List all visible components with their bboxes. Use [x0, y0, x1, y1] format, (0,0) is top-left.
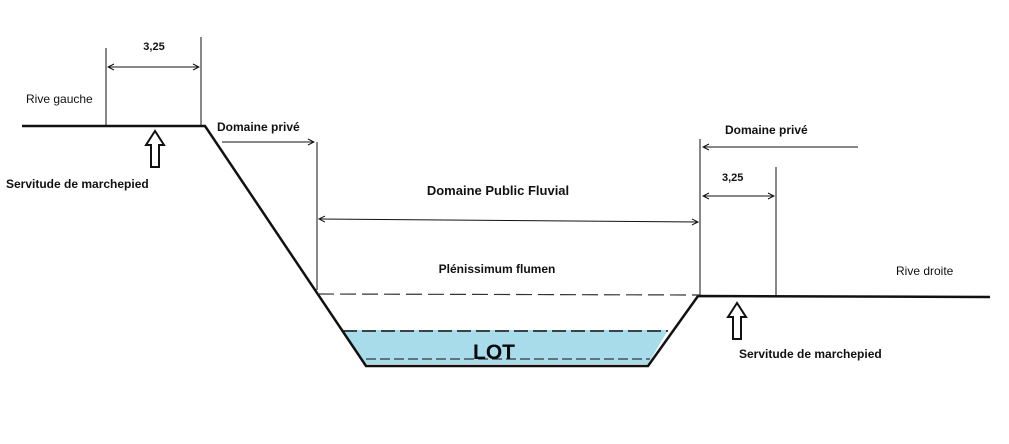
plenissimum-level-line	[317, 293, 701, 296]
domaine-prive-left-label: Domaine privé	[217, 120, 300, 134]
domaine-public-dimension-line	[319, 219, 698, 222]
domaine-prive-right-label: Domaine privé	[725, 123, 808, 137]
river-name-label: LOT	[473, 341, 515, 364]
up-arrow-icon	[144, 129, 166, 168]
distance-left-label: 3,25	[143, 41, 164, 53]
up-arrow-icon	[726, 301, 748, 340]
rive-droite-label: Rive droite	[896, 264, 954, 278]
domaine-public-label: Domaine Public Fluvial	[427, 183, 569, 198]
rive-gauche-label: Rive gauche	[26, 92, 93, 106]
distance-right-label: 3,25	[722, 172, 743, 184]
water-area	[343, 330, 668, 364]
terrain-profile	[22, 124, 991, 368]
servitude-right-label: Servitude de marchepied	[739, 347, 882, 361]
plenissimum-label: Plénissimum flumen	[439, 262, 556, 276]
servitude-left-label: Servitude de marchepied	[6, 177, 149, 191]
